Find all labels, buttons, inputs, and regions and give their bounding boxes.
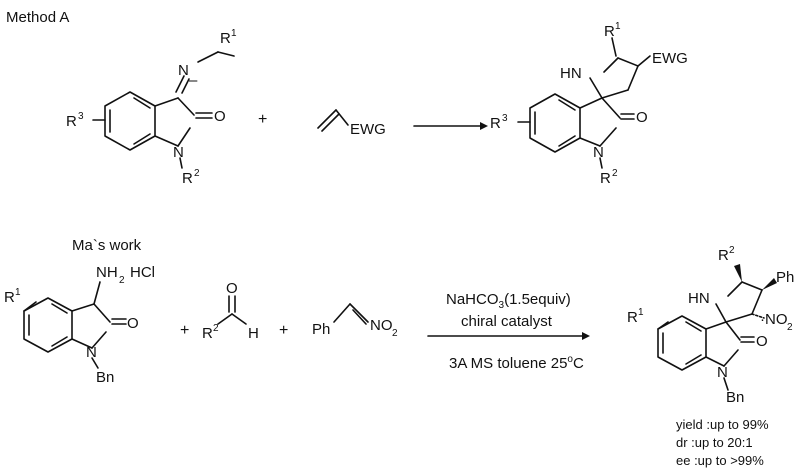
nitrostyrene-no-sub: 2 xyxy=(392,328,398,339)
amine-r1-label: R xyxy=(4,289,15,306)
michael-acceptor-structure xyxy=(317,109,349,132)
reaction-arrow-a xyxy=(413,122,488,130)
condition-catalyst: chiral catalyst xyxy=(461,313,553,330)
aldehyde-o-label: O xyxy=(226,280,238,297)
imine-n-label: N xyxy=(178,62,189,79)
amine-o-label: O xyxy=(127,315,139,332)
aldehyde-r2-label: R xyxy=(202,325,213,342)
product-b-r1-sup: 1 xyxy=(638,307,644,318)
imine-r3-label: R xyxy=(66,113,77,130)
aldehyde-structure xyxy=(217,295,247,325)
product-b-no-sub: 2 xyxy=(787,322,793,333)
product-b-r2-label: R xyxy=(718,247,729,264)
amine-nh2-sub: 2 xyxy=(119,275,125,286)
product-b-bn-label: Bn xyxy=(726,389,744,406)
product-a-o-label: O xyxy=(636,109,648,126)
product-b-n-label: N xyxy=(717,364,728,381)
product-a-r3-label: R xyxy=(490,115,501,132)
plus-sign-a: + xyxy=(258,111,267,128)
product-a-r1-sup: 1 xyxy=(615,21,621,32)
method-a-label: Method A xyxy=(6,9,69,26)
spiro-product-b-structure xyxy=(657,264,777,391)
product-b-r1-label: R xyxy=(627,309,638,326)
product-a-r2-sup: 2 xyxy=(612,168,618,179)
amino-oxindole-structure xyxy=(23,281,127,369)
amine-bn-label: Bn xyxy=(96,369,114,386)
ma-work-label: Ma`s work xyxy=(72,237,142,254)
result-ee: ee :up to >99% xyxy=(676,453,764,468)
nitrostyrene-structure xyxy=(333,303,369,325)
product-b-no-label: ·NO xyxy=(760,311,788,328)
imine-minus-label: – xyxy=(189,72,198,89)
product-a-r3-sup: 3 xyxy=(502,113,508,124)
product-a-n-label: N xyxy=(593,144,604,161)
aldehyde-h-label: H xyxy=(248,325,259,342)
acceptor-ewg-label: EWG xyxy=(350,121,386,138)
product-b-ph-label: Ph xyxy=(776,269,794,286)
product-b-o-label: O xyxy=(756,333,768,350)
product-a-ewg-label: EWG xyxy=(652,50,688,67)
condition-solvent: 3A MS toluene 25oC xyxy=(449,354,584,372)
amine-r1-sup: 1 xyxy=(15,287,21,298)
plus-sign-b2: + xyxy=(279,322,288,339)
amine-n-label: N xyxy=(86,344,97,361)
condition-base: NaHCO3(1.5equiv) xyxy=(446,291,571,311)
imine-r2-sup: 2 xyxy=(194,168,200,179)
spiro-product-a-structure xyxy=(517,37,651,169)
product-a-r2-label: R xyxy=(600,170,611,187)
amine-nh2-label: NH xyxy=(96,264,118,281)
reaction-arrow-b xyxy=(427,332,590,340)
result-dr: dr :up to 20:1 xyxy=(676,435,753,450)
isatin-imine-structure xyxy=(92,51,235,169)
result-yield: yield :up to 99% xyxy=(676,417,769,432)
product-a-r1-label: R xyxy=(604,23,615,40)
product-b-r2-sup: 2 xyxy=(729,245,735,256)
aldehyde-r2-sup: 2 xyxy=(213,323,219,334)
product-a-hn-label: HN xyxy=(560,65,582,82)
nitrostyrene-no-label: NO xyxy=(370,317,393,334)
imine-r3-sup: 3 xyxy=(78,111,84,122)
amine-hcl-label: HCl xyxy=(130,264,155,281)
product-b-hn-label: HN xyxy=(688,290,710,307)
nitrostyrene-ph-label: Ph xyxy=(312,321,330,338)
imine-r2-label: R xyxy=(182,170,193,187)
imine-o-label: O xyxy=(214,108,226,125)
imine-r-label: R xyxy=(220,30,231,47)
plus-sign-b1: + xyxy=(180,322,189,339)
imine-r-sup: 1 xyxy=(231,28,237,39)
imine-ring-n-label: N xyxy=(173,144,184,161)
